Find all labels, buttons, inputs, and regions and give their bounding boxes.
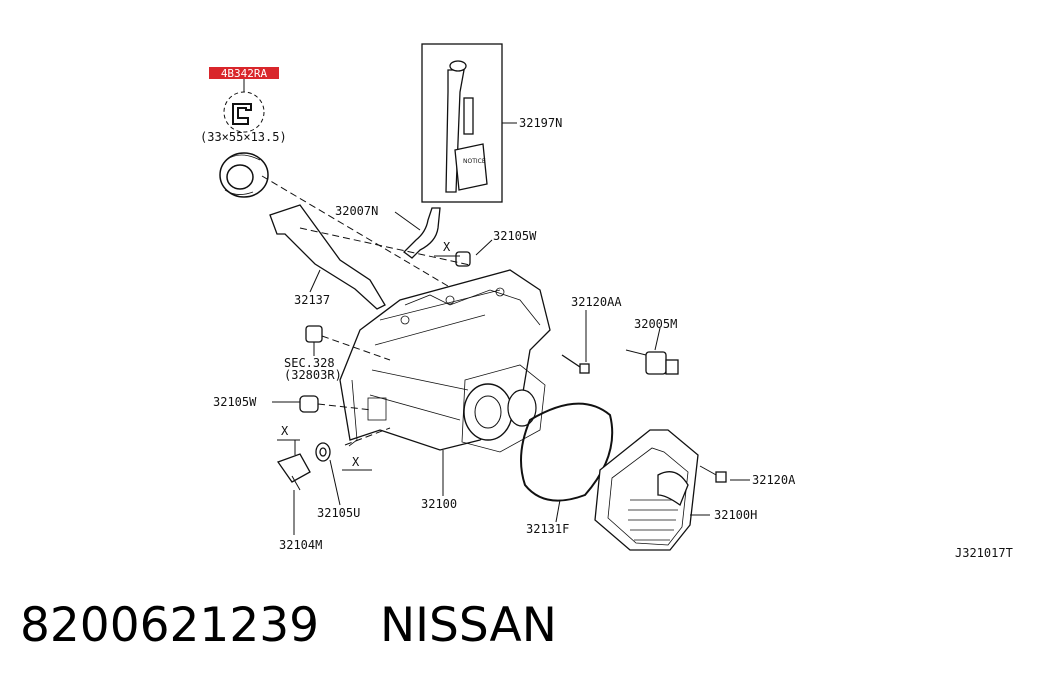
dashed-leader bbox=[299, 227, 471, 266]
part-label-32100H[interactable]: 32100H bbox=[714, 508, 757, 522]
part-label-32120A[interactable]: 32120A bbox=[752, 473, 796, 487]
highlight-label-text: 4B342RA bbox=[221, 67, 268, 80]
part-label-32803R[interactable]: (32803R) bbox=[284, 368, 342, 382]
bolt-32120AA-part[interactable] bbox=[561, 354, 590, 374]
seal-size-text: (33×55×13.5) bbox=[200, 130, 287, 144]
bushing-part[interactable] bbox=[305, 325, 323, 343]
mark-x: X bbox=[281, 424, 289, 438]
leader-line bbox=[475, 239, 493, 256]
leader-line bbox=[654, 327, 661, 351]
oil-seal-part[interactable] bbox=[219, 152, 269, 198]
leader-line bbox=[555, 499, 561, 523]
part-label-32131F[interactable]: 32131F bbox=[526, 522, 569, 536]
part-label-32007N[interactable]: 32007N bbox=[335, 204, 378, 218]
seal-dashed-leader bbox=[261, 175, 481, 306]
caption-brand: NISSAN bbox=[379, 598, 557, 653]
part-label-32105U[interactable]: 32105U bbox=[317, 506, 360, 520]
dashed-leader bbox=[321, 335, 391, 361]
svg-text:NOTICE: NOTICE bbox=[463, 158, 486, 165]
part-label-32105W-top[interactable]: 32105W bbox=[493, 229, 537, 243]
part-label-32005M[interactable]: 32005M bbox=[634, 317, 677, 331]
mark-x: X bbox=[443, 240, 451, 254]
bracket-32137-part[interactable] bbox=[269, 204, 386, 310]
washer-32105U-part[interactable] bbox=[315, 442, 331, 462]
part-label-32120AA[interactable]: 32120AA bbox=[571, 295, 622, 309]
drain-plug-32104M-part[interactable] bbox=[276, 453, 311, 491]
part-label-32137[interactable]: 32137 bbox=[294, 293, 330, 307]
part-label-32100[interactable]: 32100 bbox=[421, 497, 457, 511]
tube-32007N-part[interactable] bbox=[403, 207, 441, 259]
leader-line bbox=[309, 269, 321, 293]
dipstick-kit-box[interactable]: NOTICE bbox=[421, 43, 503, 203]
parts-diagram: 4B342RA (33×55×13.5) NOTICE 32197N 32007… bbox=[200, 43, 1013, 560]
part-label-32197N[interactable]: 32197N bbox=[519, 116, 562, 130]
gasket-32131F-part[interactable] bbox=[520, 402, 614, 502]
highlighted-part-label[interactable]: 4B342RA bbox=[209, 67, 279, 80]
leader-line bbox=[394, 211, 421, 231]
bolt-32120A-part[interactable] bbox=[699, 465, 727, 483]
transmission-case-32100[interactable] bbox=[339, 269, 551, 453]
sensor-32005M-part[interactable] bbox=[625, 349, 679, 375]
part-label-32104M[interactable]: 32104M bbox=[279, 538, 322, 552]
leader-line bbox=[329, 459, 341, 506]
cover-32100H-part[interactable] bbox=[594, 429, 699, 551]
seal-symbol-icon bbox=[223, 91, 265, 133]
section-ref-label[interactable]: SEC.328 bbox=[284, 356, 335, 370]
dashed-leader bbox=[317, 403, 373, 411]
part-label-32105W-left[interactable]: 32105W bbox=[213, 395, 257, 409]
plug-32105W-left[interactable] bbox=[299, 395, 319, 413]
dashed-leader bbox=[344, 427, 391, 446]
caption: 8200621239 NISSAN bbox=[20, 598, 557, 668]
mark-x: X bbox=[352, 455, 360, 469]
caption-part-number: 8200621239 bbox=[20, 598, 320, 653]
drawing-code: J321017T bbox=[955, 546, 1013, 560]
